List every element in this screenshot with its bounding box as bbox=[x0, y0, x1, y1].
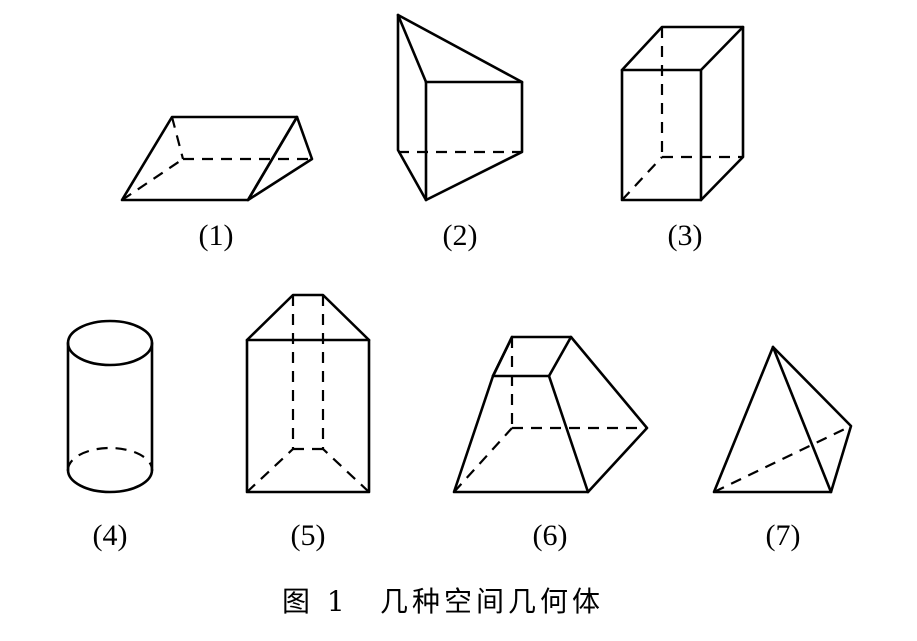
solid-7-tetrahedron bbox=[712, 345, 853, 494]
solid-1-triangular-prism bbox=[120, 115, 314, 202]
label-2: (2) bbox=[443, 219, 478, 252]
solid-5-prism bbox=[245, 293, 371, 494]
label-1: (1) bbox=[199, 219, 234, 252]
label-3: (3) bbox=[668, 219, 703, 252]
label-4: (4) bbox=[93, 519, 128, 552]
label-6: (6) bbox=[533, 519, 568, 552]
caption-number: 图 1 bbox=[282, 585, 349, 618]
caption-text: 几种空间几何体 bbox=[380, 585, 604, 618]
label-5: (5) bbox=[291, 519, 326, 552]
solid-2-prism bbox=[396, 13, 524, 202]
solid-6-frustum bbox=[452, 335, 649, 494]
solid-4-cylinder bbox=[66, 319, 154, 494]
label-7: (7) bbox=[766, 519, 801, 552]
solid-3-cuboid bbox=[620, 25, 745, 202]
